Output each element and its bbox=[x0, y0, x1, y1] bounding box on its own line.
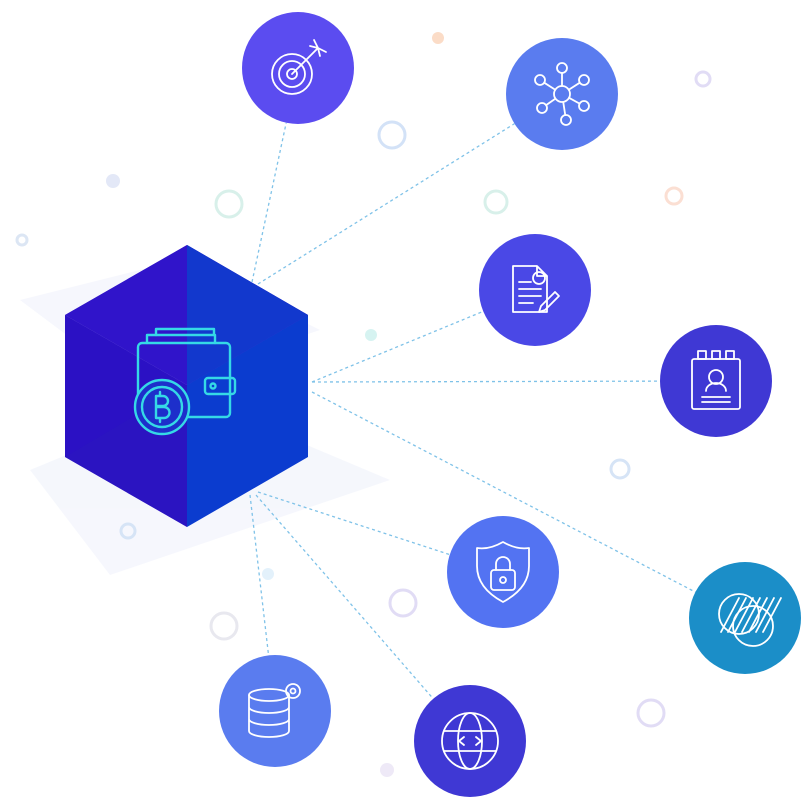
overlap-circles-icon bbox=[718, 593, 782, 647]
connector-line-network bbox=[257, 123, 515, 285]
connector-line-overlap bbox=[311, 391, 696, 593]
node-security bbox=[447, 516, 559, 628]
decor-dot bbox=[636, 698, 666, 728]
decor-dot bbox=[209, 611, 239, 641]
decor-dot bbox=[694, 70, 712, 88]
bitcoin-wallet-icon bbox=[133, 327, 237, 436]
node-target bbox=[242, 12, 354, 124]
decor-dot bbox=[119, 522, 137, 540]
target-icon bbox=[271, 39, 327, 95]
node-globe bbox=[414, 685, 526, 797]
decor-dot bbox=[388, 588, 418, 618]
decor-dot bbox=[377, 120, 407, 150]
globe-icon bbox=[441, 712, 499, 770]
connector-line-database bbox=[249, 494, 270, 656]
decor-dot bbox=[609, 458, 631, 480]
database-settings-icon bbox=[248, 683, 301, 738]
node-network bbox=[506, 38, 618, 150]
node-globe-circle bbox=[414, 685, 526, 797]
signed-contract-icon bbox=[512, 265, 560, 313]
node-profile-circle bbox=[660, 325, 772, 437]
connector-line-contract bbox=[311, 310, 484, 383]
node-profile bbox=[660, 325, 772, 437]
connector-line-profile bbox=[311, 380, 661, 383]
decorative-dots bbox=[15, 32, 712, 777]
decor-dot bbox=[365, 329, 377, 341]
shield-lock-icon bbox=[476, 541, 530, 603]
network-hub-icon bbox=[534, 62, 590, 126]
decor-dot bbox=[262, 568, 274, 580]
connector-lines bbox=[249, 122, 696, 700]
connector-line-security bbox=[257, 491, 450, 556]
hex-right-face bbox=[187, 315, 308, 527]
node-overlap bbox=[689, 562, 801, 674]
decor-dot bbox=[106, 174, 120, 188]
node-contract-circle bbox=[479, 234, 591, 346]
decor-dot bbox=[432, 32, 444, 44]
decor-dot bbox=[664, 186, 684, 206]
decor-dot bbox=[483, 189, 509, 215]
hub-hexagon bbox=[65, 245, 308, 527]
node-database-circle bbox=[219, 655, 331, 767]
node-overlap-circle bbox=[689, 562, 801, 674]
decor-dot bbox=[15, 233, 29, 247]
connector-line-target bbox=[251, 122, 287, 283]
node-contract bbox=[479, 234, 591, 346]
icon-nodes bbox=[219, 12, 801, 797]
decor-dot bbox=[380, 763, 394, 777]
decor-dot bbox=[214, 189, 244, 219]
profile-card-icon bbox=[691, 350, 741, 410]
node-security-circle bbox=[447, 516, 559, 628]
node-database bbox=[219, 655, 331, 767]
node-network-circle bbox=[506, 38, 618, 150]
